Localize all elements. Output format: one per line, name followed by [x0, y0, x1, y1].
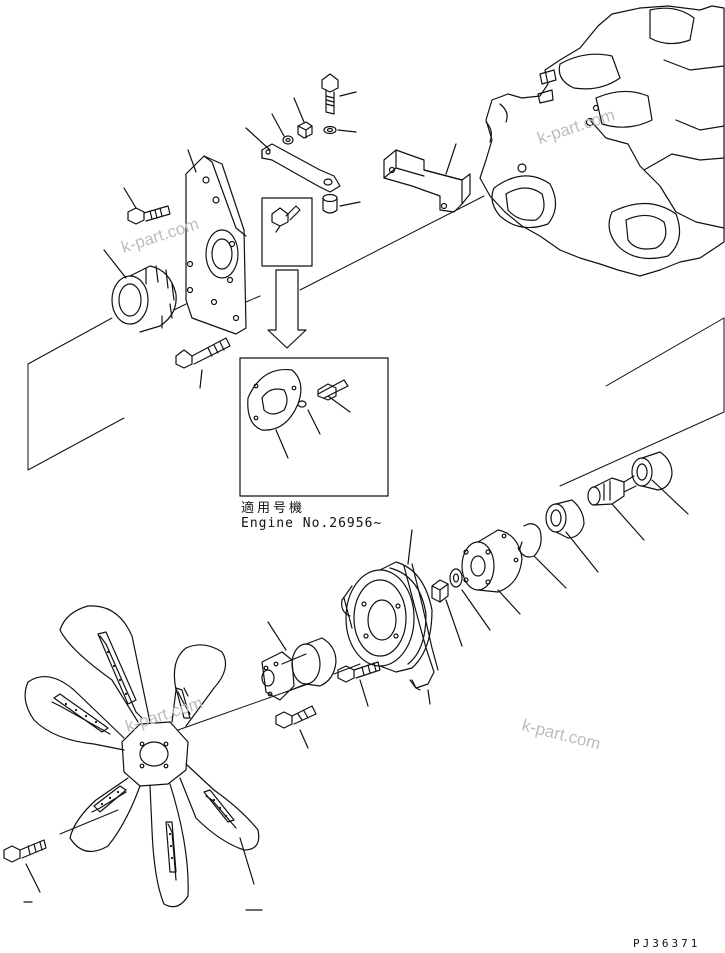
- drawing-id: PJ36371: [633, 937, 701, 950]
- washer-upper: [323, 125, 357, 135]
- plate-bolt-upper: [123, 187, 171, 225]
- applicability-note-engine: Engine No.26956~: [241, 516, 383, 531]
- bearing-right: [631, 451, 689, 515]
- applicability-note-jp: 適用号機: [241, 501, 306, 516]
- washer-top: [271, 113, 294, 145]
- pulley-housing: [461, 529, 523, 615]
- detail-box-small: [261, 197, 313, 267]
- ring-nut: [103, 249, 177, 333]
- fan-spacer: [261, 621, 337, 701]
- spacer-bolt-a: [337, 661, 381, 707]
- nut-shaft: [431, 579, 463, 647]
- axis-lines: [27, 195, 725, 835]
- fan-pulley: [341, 529, 439, 705]
- plate-bolt-lower: [175, 337, 231, 389]
- hex-nut-top: [293, 97, 313, 139]
- drive-shaft: [587, 475, 645, 541]
- cooling-fan: [24, 605, 260, 908]
- small-bracket: [245, 127, 341, 193]
- fan-bolt: [3, 839, 47, 893]
- washer-shaft: [449, 568, 491, 631]
- spacer-bolt-b: [275, 705, 317, 749]
- spacer-collar: [322, 193, 361, 214]
- bearing-mid: [545, 499, 599, 573]
- snap-ring: [517, 523, 567, 589]
- engine-block: [479, 5, 725, 277]
- support-bracket: [383, 143, 471, 213]
- mounting-plate: [185, 149, 247, 335]
- upper-bolt: [321, 73, 357, 115]
- detail-box-engine-note: [239, 357, 389, 497]
- detail-arrow: [267, 269, 307, 349]
